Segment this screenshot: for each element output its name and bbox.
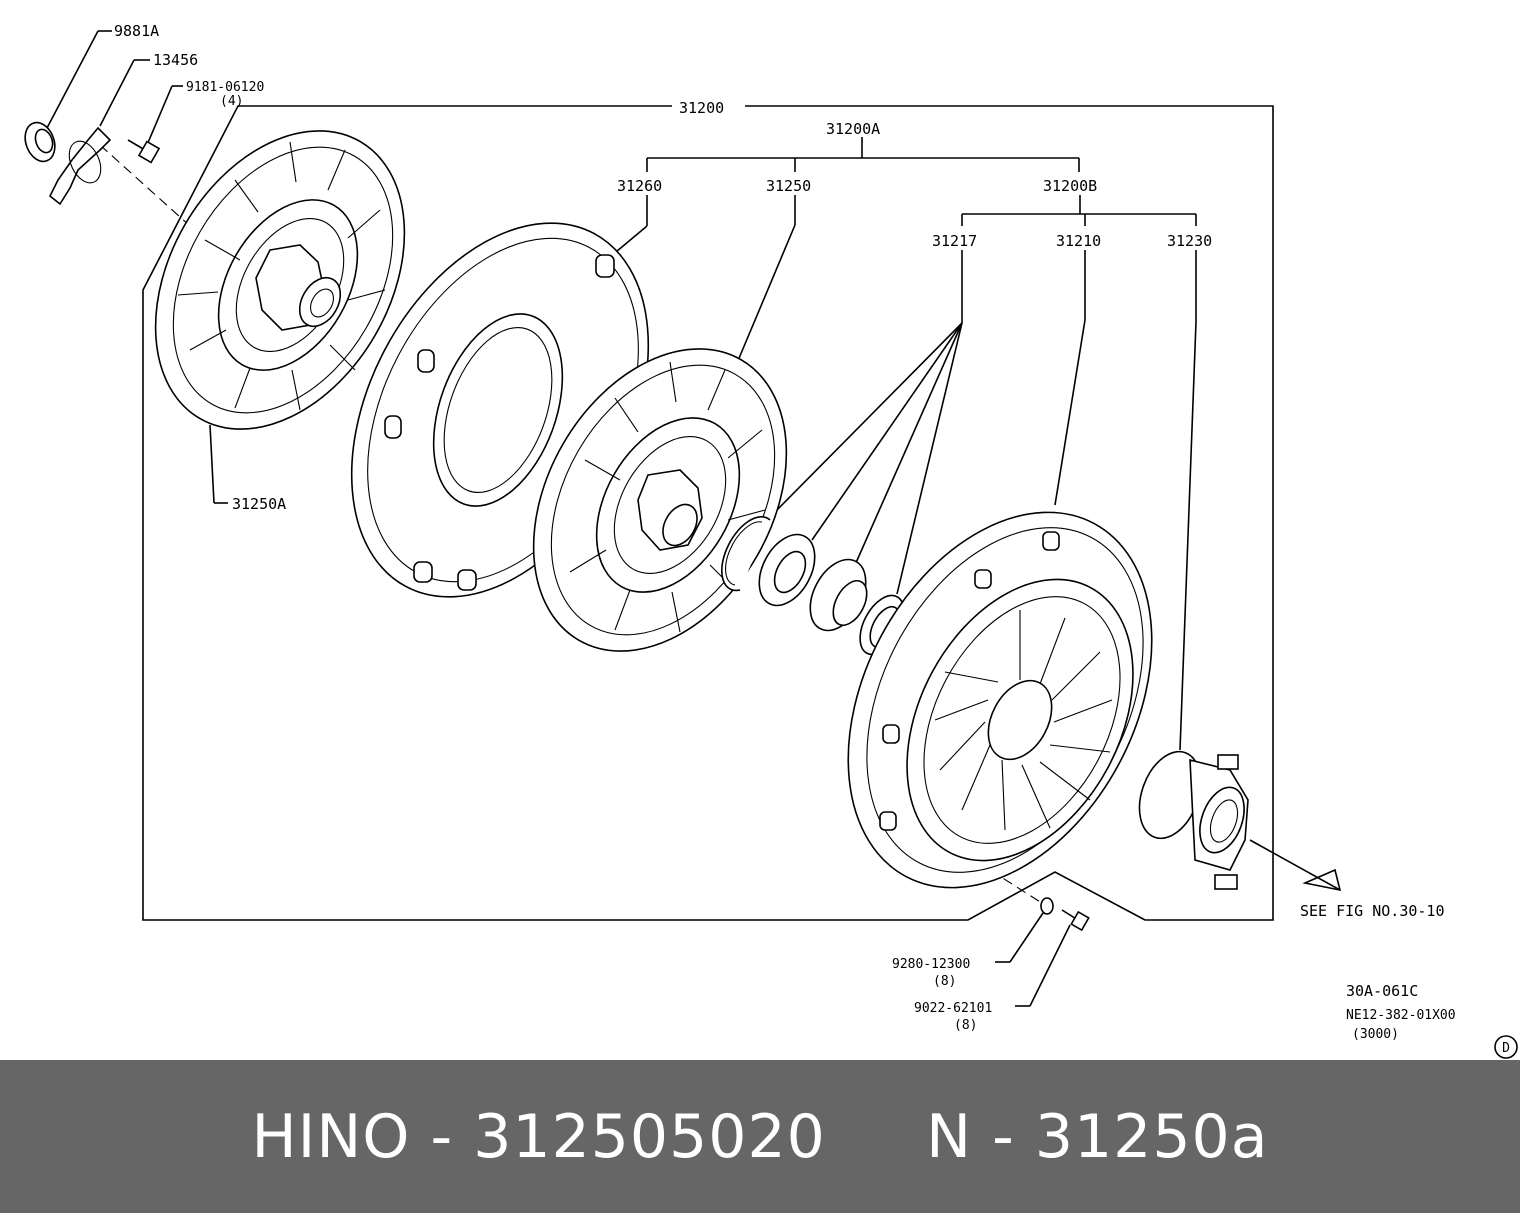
- assembly-outline: [142, 105, 1274, 921]
- retainer-plate-13456: [48, 126, 112, 206]
- label-31200b: 31200B: [1043, 177, 1097, 195]
- diaphragm-spring-fingers: [934, 610, 1113, 831]
- label-31210: 31210: [1056, 232, 1101, 250]
- group-brackets: [646, 137, 1197, 226]
- label-ref-model: NE12-382-01X00: [1346, 1008, 1456, 1023]
- collar-31217: [758, 533, 816, 607]
- label-ref-qty: (3000): [1352, 1027, 1399, 1042]
- corner-mark-letter: D: [1502, 1041, 1510, 1056]
- pilot-bearing-9881a: [24, 121, 56, 163]
- label-9881a: 9881A: [114, 22, 159, 40]
- release-bearing-31230: [1138, 750, 1249, 890]
- corner-mark: D: [1494, 1035, 1518, 1059]
- label-ref-code: 30A-061C: [1346, 982, 1418, 1000]
- label-9181-06120: 9181-06120: [186, 80, 264, 95]
- footer-banner: HINO - 312505020 N - 31250a: [0, 1060, 1520, 1213]
- label-13456: 13456: [153, 51, 198, 69]
- clutch-exploded-view: 9881A 13456 9181-06120 (4) 31200 31200A …: [24, 22, 1518, 1059]
- sleeve-31217: [809, 558, 868, 632]
- label-see-fig: SEE FIG NO.30-10: [1300, 902, 1445, 920]
- label-9280-qty: (8): [933, 974, 956, 989]
- snap-ring-31217: [721, 516, 771, 592]
- label-31250a: 31250A: [232, 495, 286, 513]
- label-31250: 31250: [766, 177, 811, 195]
- label-9181-qty: (4): [220, 94, 243, 109]
- label-9280-12300: 9280-12300: [892, 957, 970, 972]
- label-31217: 31217: [932, 232, 977, 250]
- label-31200a: 31200A: [826, 120, 880, 138]
- label-31260: 31260: [617, 177, 662, 195]
- parts-diagram: 9881A 13456 9181-06120 (4) 31200 31200A …: [24, 22, 1518, 1059]
- bolt-9022-62101: [1061, 909, 1090, 932]
- label-9022-qty: (8): [954, 1018, 977, 1033]
- label-31200: 31200: [679, 99, 724, 117]
- leader-lines: [46, 30, 1342, 1007]
- clutch-disc-31250: [532, 348, 788, 652]
- label-31230: 31230: [1167, 232, 1212, 250]
- bolt-9181-06120: [127, 139, 161, 164]
- clutch-cover-31210: [847, 511, 1153, 889]
- disc-facing-grooves: [177, 141, 386, 411]
- washer-9280-12300: [1040, 897, 1054, 915]
- clutch-disc-31250a: [154, 130, 406, 430]
- footer-part-number: HINO - 312505020 N - 31250a: [251, 1101, 1269, 1172]
- label-9022-62101: 9022-62101: [914, 1001, 992, 1016]
